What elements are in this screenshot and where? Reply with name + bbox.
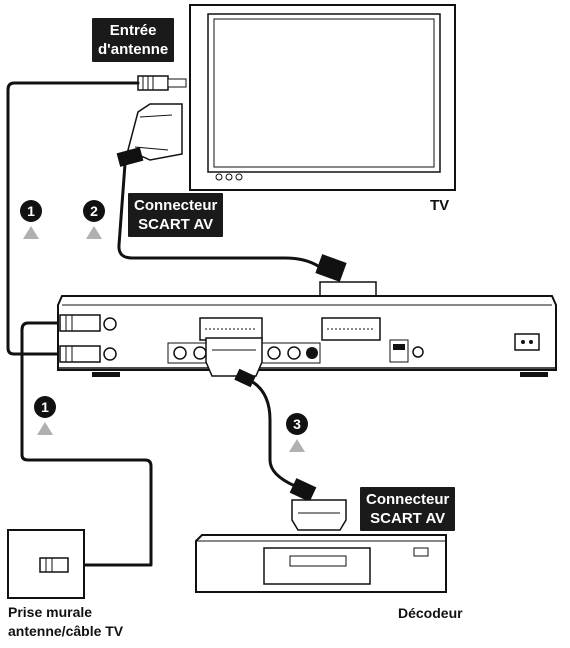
step-3-arrow: [289, 439, 305, 452]
recorder-lower-scart-plug: [205, 337, 263, 388]
decoder-label: Décodeur: [398, 605, 463, 621]
decoder-illustration: [195, 534, 447, 593]
scart-bottom-line1: Connecteur: [366, 491, 450, 508]
recorder-illustration: [57, 295, 557, 377]
wall-socket-label: Prise murale antenne/câble TV: [8, 603, 123, 641]
tv-illustration: [189, 4, 456, 191]
decoder-scart-plug: [289, 478, 347, 531]
step-3-marker: 3: [286, 413, 308, 435]
wall-socket-illustration: [7, 529, 85, 599]
step-1-bottom-marker: 1: [34, 396, 56, 418]
scart-bottom-line2: SCART AV: [370, 510, 446, 527]
tv-scart-plug: [116, 103, 183, 167]
step-2-marker: 2: [83, 200, 105, 222]
wall-socket-line1: Prise murale: [8, 604, 93, 620]
tv-antenna-plug: [137, 75, 187, 91]
scart-top-line1: Connecteur: [134, 197, 218, 214]
step-1-top-marker: 1: [20, 200, 42, 222]
step-1-top-arrow: [23, 226, 39, 239]
antenna-input-label: Entrée d'antenne: [92, 18, 175, 62]
scart-top-label: Connecteur SCART AV: [128, 193, 224, 237]
wall-socket-line2: antenne/câble TV: [8, 623, 124, 639]
scart-bottom-label: Connecteur SCART AV: [360, 487, 456, 531]
cables: [6, 81, 320, 567]
antenna-input-line2: d'antenne: [98, 41, 169, 58]
tv-label: TV: [430, 197, 450, 214]
step-2-arrow: [86, 226, 102, 239]
antenna-input-line1: Entrée: [109, 22, 157, 39]
step-1-bottom-arrow: [37, 422, 53, 435]
scart-top-line2: SCART AV: [138, 216, 214, 233]
